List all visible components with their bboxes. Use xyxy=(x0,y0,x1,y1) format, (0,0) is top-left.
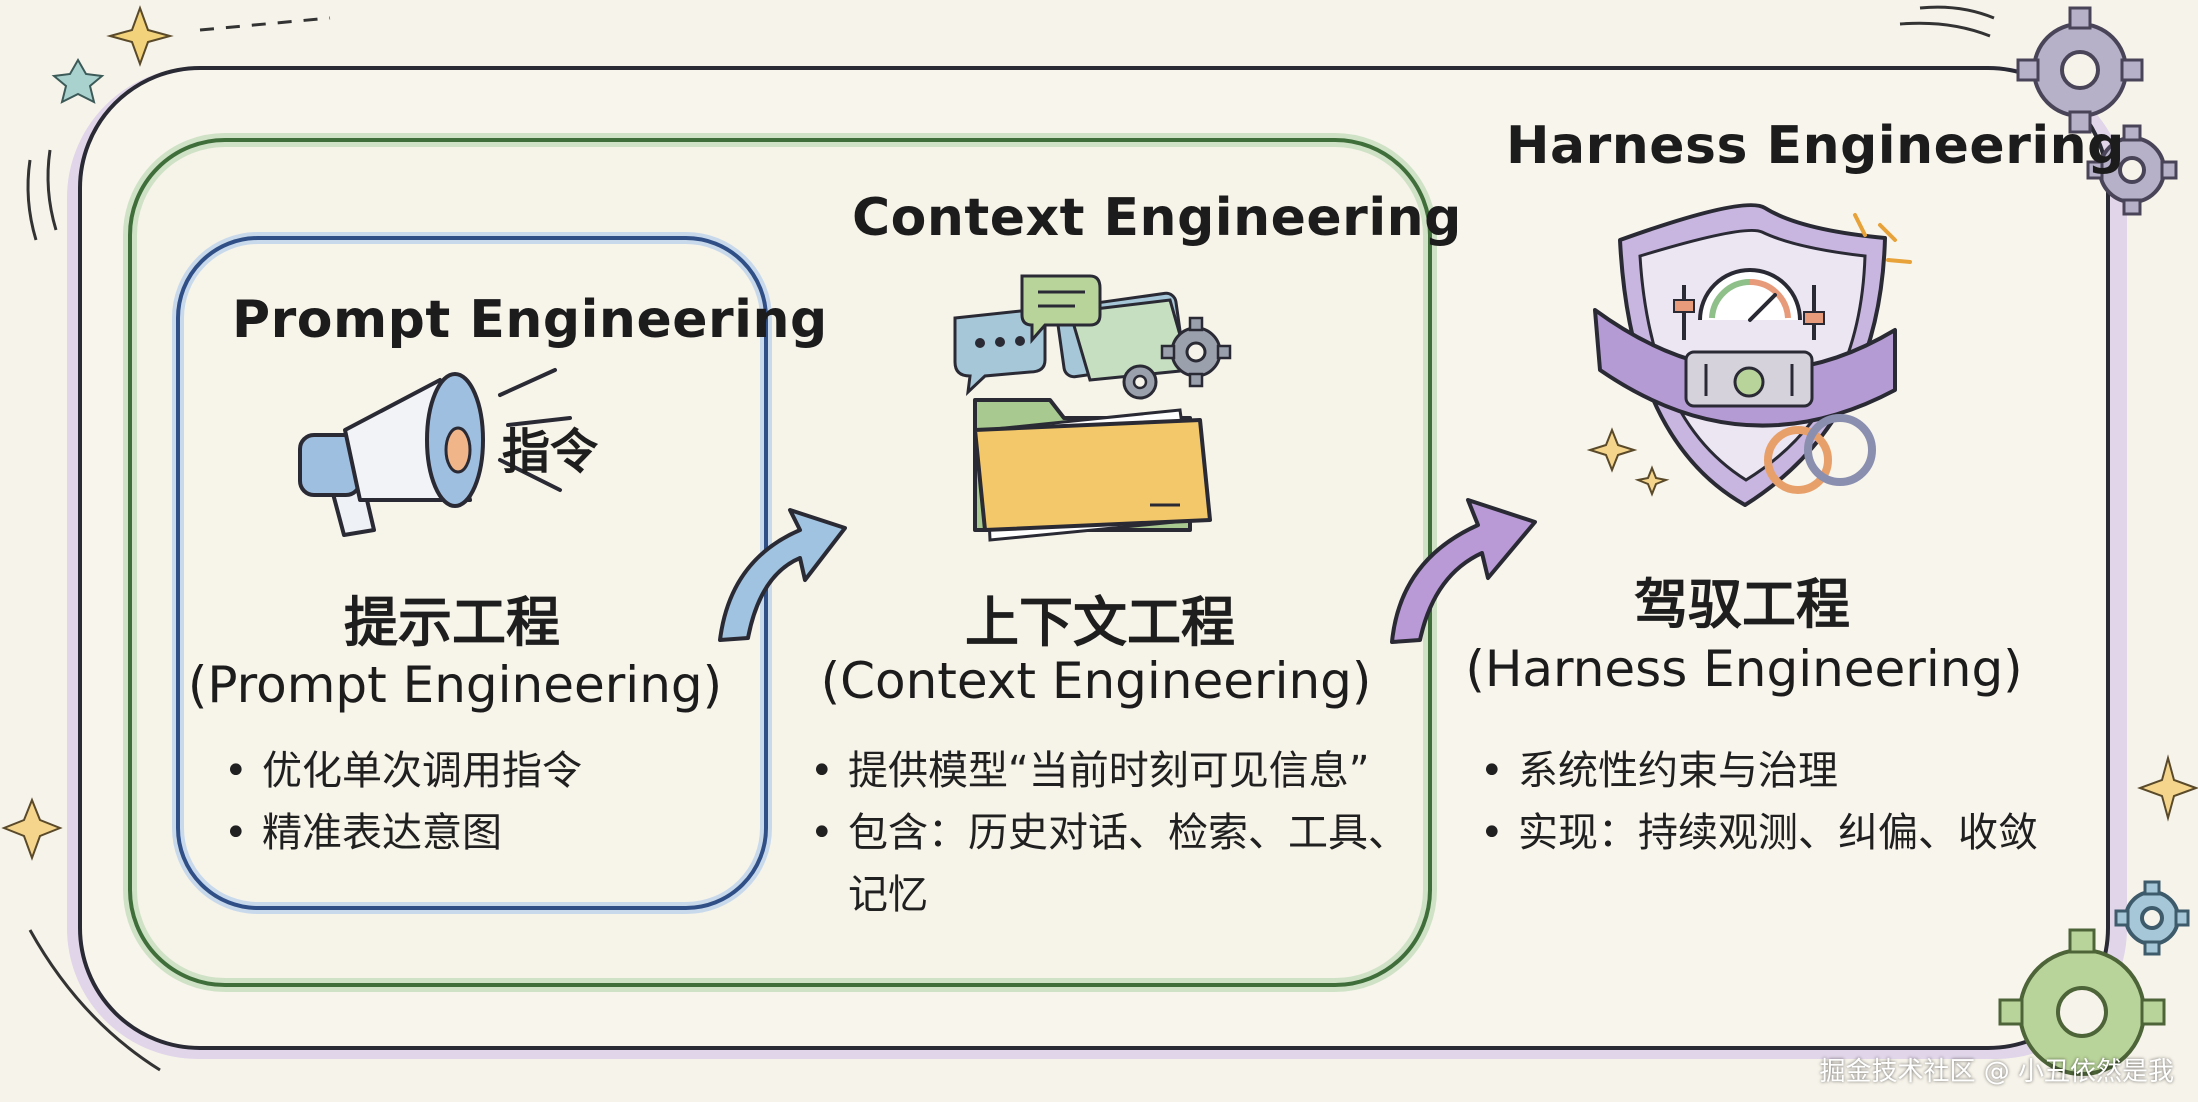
gear-icon xyxy=(2016,6,2144,134)
prompt-cn-title: 提示工程 xyxy=(344,591,560,654)
sparkle-icon xyxy=(106,5,174,67)
context-section-title: Context Engineering xyxy=(852,188,1462,248)
watermark: 掘金技术社区 @ 小丑依然是我 xyxy=(1819,1057,2174,1087)
shine-lines xyxy=(1853,213,1912,264)
prompt-badge: 指令 xyxy=(502,424,599,480)
chat-bubble-icon xyxy=(1020,274,1102,345)
prompt-bullet-1: 优化单次调用指令 xyxy=(220,740,582,802)
gear-icon xyxy=(1998,928,2166,1076)
gear-icon xyxy=(1122,364,1158,400)
harness-bullet-list: 系统性约束与治理 实现：持续观测、纠偏、收敛 xyxy=(1476,740,2038,864)
context-bullet-2: 包含：历史对话、检索、工具、记忆 xyxy=(806,802,1408,926)
context-bullet-1: 提供模型“当前时刻可见信息” xyxy=(806,740,1408,802)
sound-lines xyxy=(498,368,572,492)
sparkle-icon xyxy=(1634,465,1670,497)
harness-cn-title: 驾驭工程 xyxy=(1634,573,1850,636)
prompt-en-title: (Prompt Engineering) xyxy=(187,656,723,714)
star-icon xyxy=(51,57,105,104)
gear-icon xyxy=(2114,880,2190,956)
swoosh-line xyxy=(28,929,161,1072)
gear-icon xyxy=(2086,124,2178,216)
context-en-title: (Context Engineering) xyxy=(820,652,1372,710)
folder-icon xyxy=(973,291,1212,542)
arrow-icon xyxy=(718,508,847,642)
sparkle-icon xyxy=(1,797,63,861)
sparkle-icon xyxy=(1586,427,1638,473)
context-cn-title: 上下文工程 xyxy=(965,591,1235,654)
shield-icon xyxy=(1593,203,1897,507)
dash-decoration xyxy=(199,16,331,32)
prompt-bullet-list: 优化单次调用指令 精准表达意图 xyxy=(220,740,582,864)
harness-bullet-1: 系统性约束与治理 xyxy=(1476,740,2038,802)
sparkle-icon xyxy=(2137,754,2198,822)
gear-icon xyxy=(1160,316,1232,388)
harness-bullet-2: 实现：持续观测、纠偏、收敛 xyxy=(1476,802,2038,864)
megaphone-icon xyxy=(298,372,485,537)
harness-section-title: Harness Engineering xyxy=(1506,116,2125,176)
prompt-section-title: Prompt Engineering xyxy=(232,290,828,350)
prompt-bullet-2: 精准表达意图 xyxy=(220,802,582,864)
motion-lines xyxy=(1899,5,1995,38)
harness-en-title: (Harness Engineering) xyxy=(1465,640,2023,698)
motion-lines xyxy=(26,149,58,241)
arrow-icon xyxy=(1390,498,1537,644)
context-bullet-list: 提供模型“当前时刻可见信息” 包含：历史对话、检索、工具、记忆 xyxy=(806,740,1408,926)
